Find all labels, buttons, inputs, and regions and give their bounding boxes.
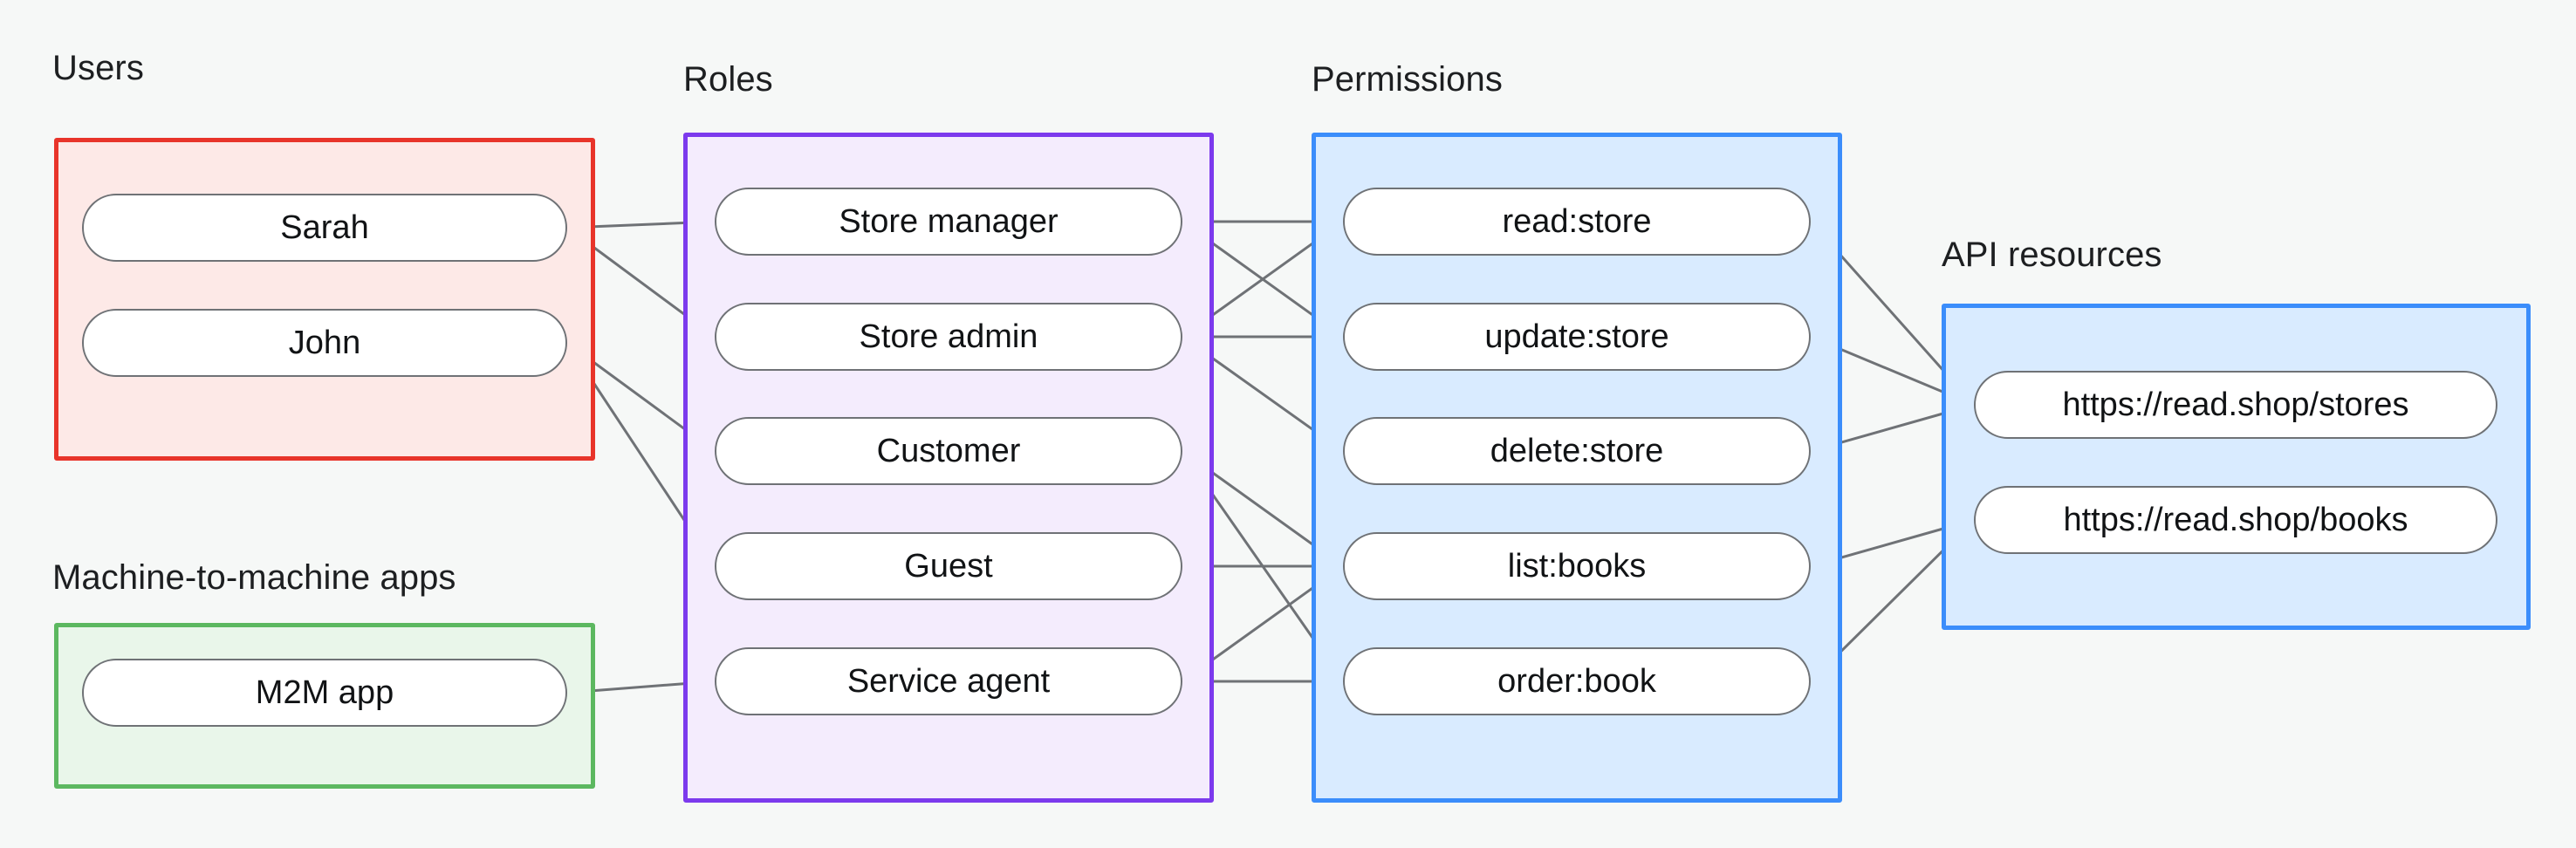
node-label: list:books	[1507, 547, 1647, 585]
node-label: M2M app	[255, 674, 394, 711]
group-label-m2m: Machine-to-machine apps	[52, 558, 456, 597]
node-sarah[interactable]: Sarah	[82, 194, 567, 262]
node-customer[interactable]: Customer	[715, 417, 1182, 485]
node-guest[interactable]: Guest	[715, 532, 1182, 600]
node-label: Customer	[876, 432, 1021, 469]
node-label: https://read.shop/books	[2063, 501, 2408, 538]
node-storeadmin[interactable]: Store admin	[715, 303, 1182, 371]
node-label: https://read.shop/stores	[2062, 386, 2409, 423]
node-label: delete:store	[1490, 432, 1664, 469]
group-box-users	[54, 138, 595, 461]
node-deletestore[interactable]: delete:store	[1343, 417, 1811, 485]
group-box-api	[1942, 304, 2531, 630]
node-svcagent[interactable]: Service agent	[715, 647, 1182, 715]
node-label: Store manager	[839, 202, 1058, 240]
node-label: update:store	[1484, 318, 1669, 355]
node-listbooks[interactable]: list:books	[1343, 532, 1811, 600]
node-john[interactable]: John	[82, 309, 567, 377]
node-storemgr[interactable]: Store manager	[715, 188, 1182, 256]
node-updatestore[interactable]: update:store	[1343, 303, 1811, 371]
node-orderbook[interactable]: order:book	[1343, 647, 1811, 715]
group-label-users: Users	[52, 49, 144, 87]
group-label-api: API resources	[1942, 236, 2162, 274]
node-readstore[interactable]: read:store	[1343, 188, 1811, 256]
node-label: Service agent	[846, 662, 1051, 700]
node-label: Store admin	[859, 318, 1038, 355]
node-apistores[interactable]: https://read.shop/stores	[1974, 371, 2497, 439]
node-apibooks[interactable]: https://read.shop/books	[1974, 486, 2497, 554]
node-label: read:store	[1502, 202, 1652, 240]
node-label: Guest	[904, 547, 993, 585]
group-label-roles: Roles	[683, 60, 773, 99]
node-label: Sarah	[280, 209, 369, 246]
node-m2mapp[interactable]: M2M app	[82, 659, 567, 727]
node-label: John	[288, 324, 361, 361]
group-label-permissions: Permissions	[1312, 60, 1503, 99]
node-label: order:book	[1497, 662, 1656, 700]
